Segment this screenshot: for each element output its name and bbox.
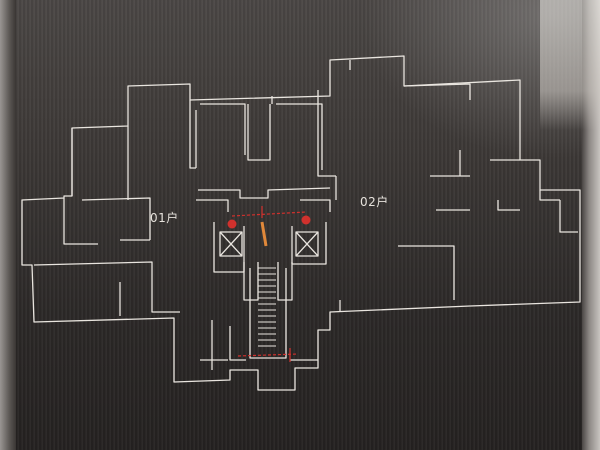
unit-01-outline — [21, 55, 581, 391]
brushed-metal-panel — [14, 0, 584, 450]
unit-01-label: 01户 — [150, 211, 179, 225]
red-markers — [227, 215, 311, 229]
orange-marker — [260, 221, 268, 247]
top-right-light — [540, 0, 600, 130]
red-dimension-lines — [231, 206, 307, 362]
unit-02-label: 02户 — [360, 195, 389, 209]
left-frame-edge — [0, 0, 16, 450]
